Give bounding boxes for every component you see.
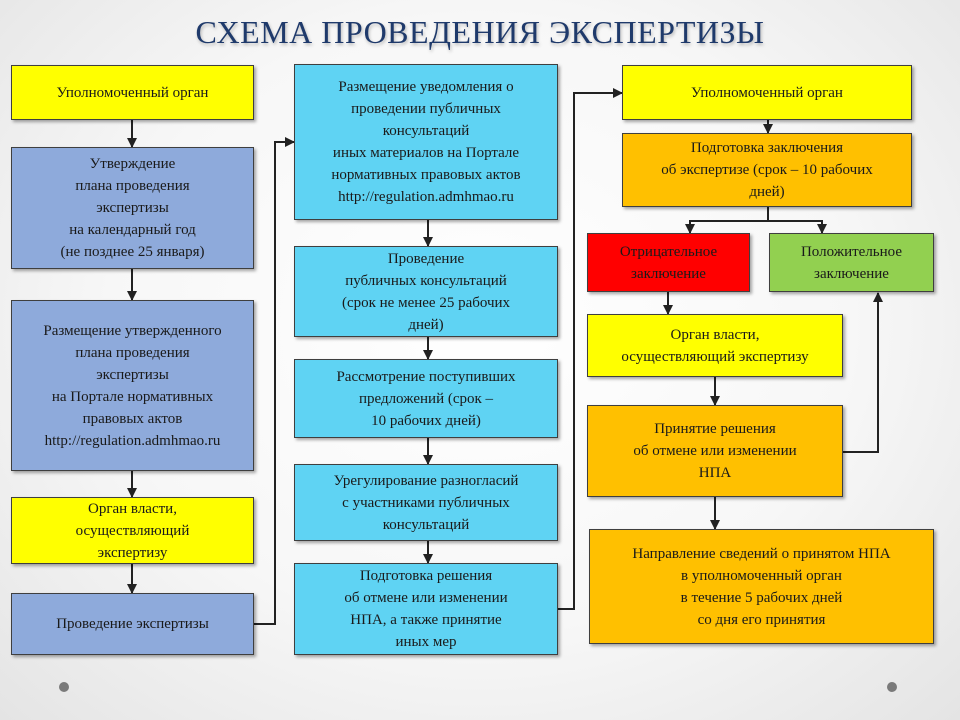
- negative-conclusion-box: Отрицательное заключение: [587, 233, 750, 292]
- arrow-split-negative: [685, 207, 769, 234]
- middle-decision-prep-box: Подготовка решения об отмене или изменен…: [294, 563, 558, 655]
- arrow-split-positive: [768, 220, 827, 234]
- diagram-title: СХЕМА ПРОВЕДЕНИЯ ЭКСПЕРТИЗЫ: [195, 14, 765, 50]
- left-plan-publication-box: Размещение утвержденного плана проведени…: [11, 300, 254, 471]
- slide-dot-left: [59, 682, 69, 692]
- repeal-decision-box: Принятие решения об отмене или изменении…: [587, 405, 843, 497]
- left-expert-body-box: Орган власти, осуществляющий экспертизу: [11, 497, 254, 564]
- middle-notice-box: Размещение уведомления о проведении публ…: [294, 64, 558, 220]
- arrow-left-to-middle: [254, 137, 295, 625]
- left-conduct-expertise-box: Проведение экспертизы: [11, 593, 254, 655]
- right-conclusion-prep-box: Подготовка заключения об экспертизе (сро…: [622, 133, 912, 207]
- arrow-middle-to-right: [558, 88, 623, 610]
- arrow-decision-to-positive: [843, 292, 883, 453]
- right-authority-box: Уполномоченный орган: [622, 65, 912, 120]
- slide-dot-right: [887, 682, 897, 692]
- middle-proposals-review-box: Рассмотрение поступивших предложений (ср…: [294, 359, 558, 438]
- middle-consultations-box: Проведение публичных консультаций (срок …: [294, 246, 558, 337]
- positive-conclusion-box: Положительное заключение: [769, 233, 934, 292]
- notification-box: Направление сведений о принятом НПА в уп…: [589, 529, 934, 644]
- left-authority-box: Уполномоченный орган: [11, 65, 254, 120]
- middle-disagreements-box: Урегулирование разногласий с участниками…: [294, 464, 558, 541]
- left-plan-approval-box: Утверждение плана проведения экспертизы …: [11, 147, 254, 269]
- right-expert-body-box: Орган власти, осуществляющий экспертизу: [587, 314, 843, 377]
